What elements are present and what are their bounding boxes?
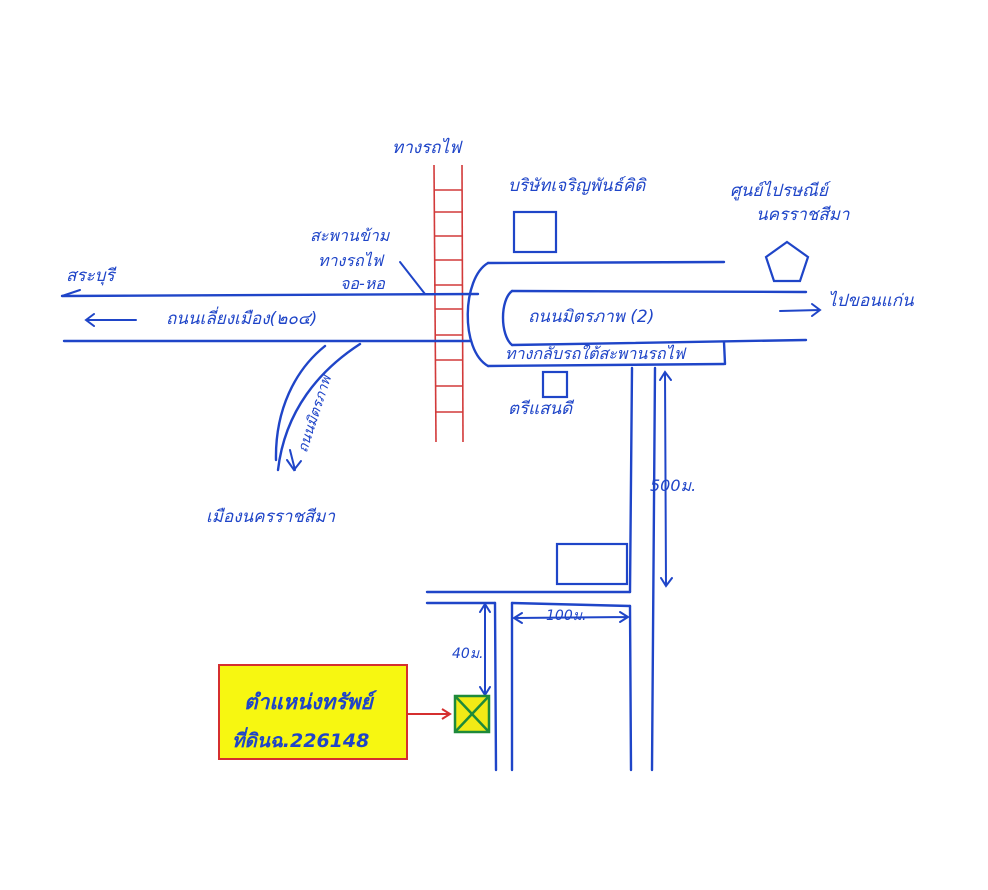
callout-deed: ที่ดินฉ.226148 <box>232 730 370 752</box>
railway-label: ทางรถไฟ <box>392 138 462 158</box>
lane-right2-edge <box>628 604 633 772</box>
mittraphap-label: ถนนมิตรภาพ (2) <box>528 307 655 327</box>
distance-100-label: 100ม. <box>546 608 587 624</box>
post-center-label-line1: ศูนย์ไปรษณีย์ <box>730 181 828 201</box>
railway-track <box>433 164 464 443</box>
roads <box>60 260 808 772</box>
sang-saen-building <box>541 370 569 399</box>
u-turn-outer-bottom <box>486 362 726 368</box>
khon-kaen-label: ไปขอนแก่น <box>828 291 914 311</box>
company-building <box>512 210 558 254</box>
arrow-bridge <box>399 261 426 295</box>
soi-right-edge <box>650 366 657 772</box>
cross-road-bottom-right <box>510 601 632 608</box>
mittraphap-top-edge <box>510 289 808 294</box>
soi-left-edge <box>628 366 634 594</box>
arrow-saraburi-label <box>61 289 81 297</box>
dim-500 <box>659 370 673 588</box>
bridge-label-line3: จอ-หอ <box>340 274 385 293</box>
distance-40-label: 40ม. <box>452 646 484 662</box>
highway-304-top-edge <box>60 292 480 298</box>
arrow-to-khon-kaen <box>779 303 822 317</box>
saraburi-label: สระบุรี <box>66 266 115 286</box>
mittraphap-bottom-edge <box>510 338 808 347</box>
buildings <box>512 210 810 586</box>
property-callout: ตำแหน่งทรัพย์ ที่ดินฉ.226148 <box>218 664 408 760</box>
post-center-label-line2: นครราชสีมา <box>756 205 850 225</box>
dim-100 <box>512 611 630 624</box>
bridge-label-line1: สะพานข้าม <box>310 226 390 245</box>
post-center-icon <box>764 240 810 283</box>
korat-road-outer <box>276 342 362 472</box>
nearby-building <box>555 542 629 586</box>
company-label: บริษัทเจริญพันธ์คิดิ <box>508 176 646 196</box>
property-marker <box>453 694 491 734</box>
arrows <box>61 261 822 697</box>
sang-saen-label: ตรีแสนดี <box>508 399 573 419</box>
arrow-korat <box>286 449 302 472</box>
u-turn-outer-top <box>486 260 726 265</box>
highway-304-label: ถนนเลี่ยงเมือง(๒๐๔) <box>166 309 318 329</box>
distance-500-label: 500ม. <box>650 476 697 495</box>
lane-left-edge <box>493 601 498 772</box>
u-turn-outer-curve <box>466 261 490 368</box>
korat-road-inner <box>274 344 327 462</box>
mittraphap-left-cap <box>501 289 514 347</box>
korat-city-label: เมืองนครราชสีมา <box>206 507 335 527</box>
bridge-label-line2: ทางรถไฟ <box>318 251 383 270</box>
arrow-to-saraburi <box>84 313 137 327</box>
callout-title: ตำแหน่งทรัพย์ <box>244 690 373 714</box>
callout-pointer <box>408 708 452 720</box>
u-turn-right-end <box>722 340 727 366</box>
under-bridge-label: ทางกลับรถใต้สะพานรถไฟ <box>505 344 685 363</box>
